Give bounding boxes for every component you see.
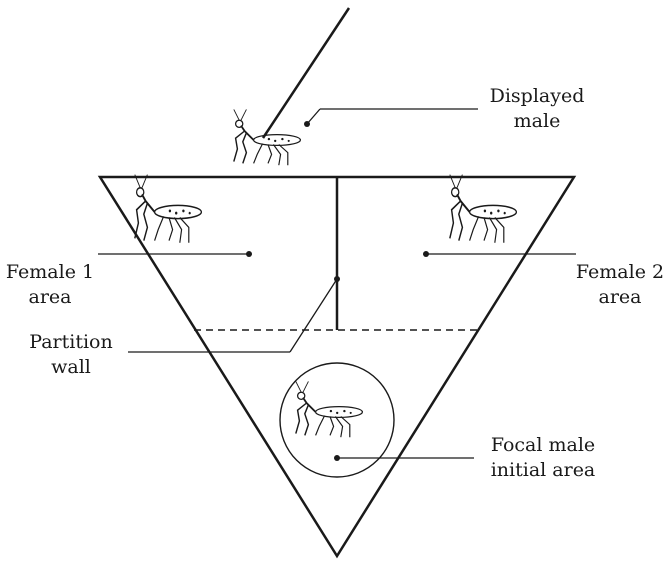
dot-female2 xyxy=(423,251,429,257)
label-partition-line1: Partition xyxy=(16,330,126,355)
label-displayed-male: Displayed male xyxy=(482,84,592,134)
displayed-male-mantis-icon xyxy=(234,109,301,165)
female2-mantis-icon xyxy=(450,175,517,243)
label-female1-line2: area xyxy=(2,285,98,310)
label-partition-wall: Partition wall xyxy=(16,330,126,380)
label-displayed-male-line2: male xyxy=(482,109,592,134)
label-partition-line2: wall xyxy=(16,355,126,380)
label-female2-line2: area xyxy=(572,285,668,310)
label-focal-male-line2: initial area xyxy=(476,458,610,483)
label-focal-male-line1: Focal male xyxy=(476,433,610,458)
dot-female1 xyxy=(246,251,252,257)
label-female2-area: Female 2 area xyxy=(572,260,668,310)
tether-line xyxy=(263,8,349,138)
dot-displayed-male xyxy=(304,121,310,127)
label-displayed-male-line1: Displayed xyxy=(482,84,592,109)
label-female1-line1: Female 1 xyxy=(2,260,98,285)
female1-mantis-icon xyxy=(135,175,202,243)
dot-partition xyxy=(334,276,340,282)
label-female2-line1: Female 2 xyxy=(572,260,668,285)
focal-male-mantis-icon xyxy=(296,381,363,437)
label-focal-male: Focal male initial area xyxy=(476,433,610,483)
dot-focal-male xyxy=(334,455,340,461)
label-female1-area: Female 1 area xyxy=(2,260,98,310)
